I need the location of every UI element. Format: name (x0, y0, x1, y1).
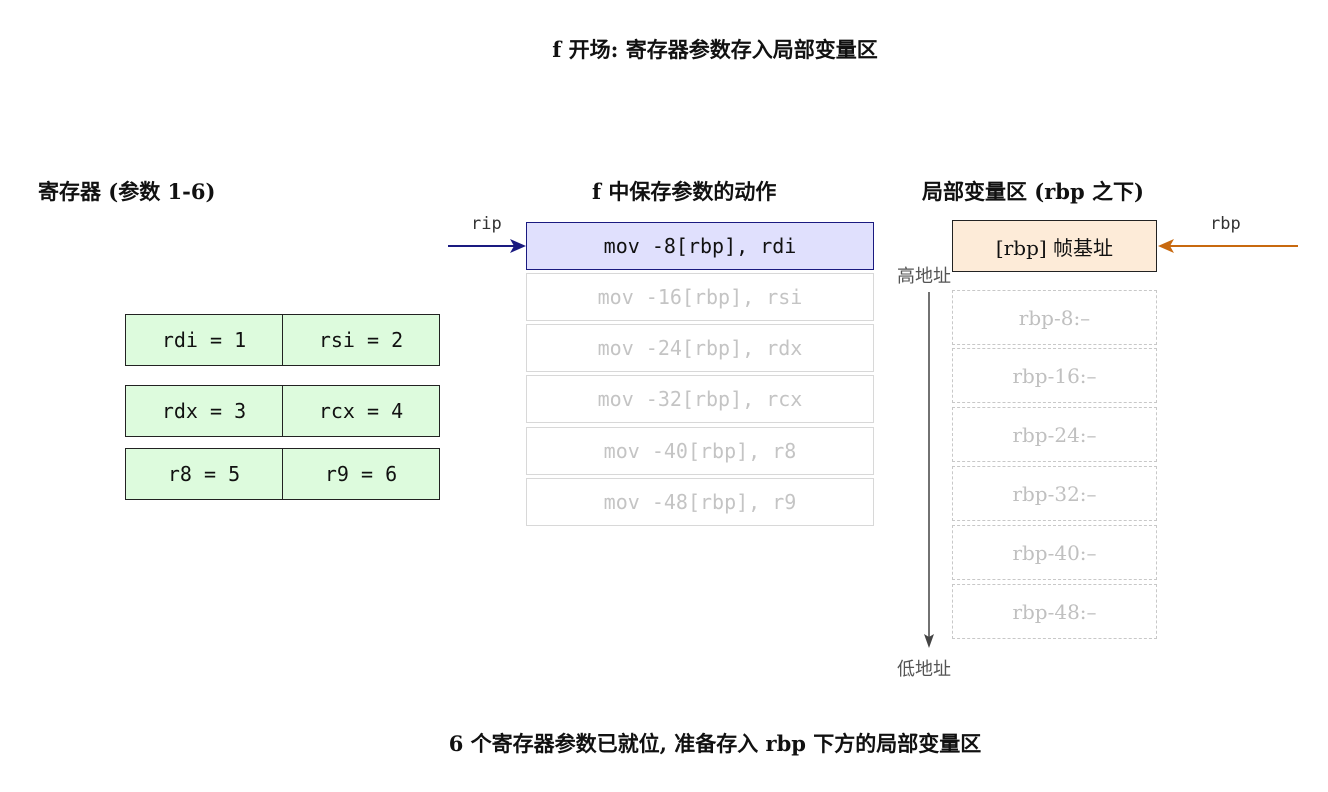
register-cell-rdx: rdx = 3 (161, 399, 247, 423)
register-cell-r8: r8 = 5 (167, 462, 241, 486)
registers-heading: 寄存器 (参数 1-6) (38, 179, 216, 204)
rbp-label: rbp (1210, 214, 1241, 234)
instruction-1: mov -8[rbp], rdi (526, 222, 874, 270)
register-cell-rcx: rcx = 4 (282, 386, 439, 436)
rbp-frame-base: [rbp] 帧基址 (952, 220, 1157, 272)
diagram-title: f 开场: 寄存器参数存入局部变量区 (552, 37, 878, 62)
low-address-label: 低地址 (897, 659, 951, 680)
instruction-6: mov -48[rbp], r9 (526, 478, 874, 526)
diagram-caption: 6 个寄存器参数已就位, 准备存入 rbp 下方的局部变量区 (448, 731, 982, 756)
register-cell-rsi: rsi = 2 (282, 315, 439, 365)
instruction-2: mov -16[rbp], rsi (526, 273, 874, 321)
actions-heading: f 中保存参数的动作 (592, 179, 777, 204)
instruction-4: mov -32[rbp], rcx (526, 375, 874, 423)
rip-label: rip (471, 214, 502, 234)
register-row: r8 = 5 r9 = 6 (125, 448, 440, 500)
local-slot-rbp-32: rbp-32:– (952, 466, 1157, 521)
register-row: rdx = 3 rcx = 4 (125, 385, 440, 437)
rbp-arrow (1158, 239, 1298, 253)
local-slot-rbp-40: rbp-40:– (952, 525, 1157, 580)
local-slot-rbp-8: rbp-8:– (952, 290, 1157, 345)
local-slot-rbp-24: rbp-24:– (952, 407, 1157, 462)
locals-heading: 局部变量区 (rbp 之下) (922, 179, 1144, 204)
address-direction-arrow (924, 292, 934, 648)
local-slot-rbp-48: rbp-48:– (952, 584, 1157, 639)
register-cell-r9: r9 = 6 (282, 449, 439, 499)
register-row: rdi = 1 rsi = 2 (125, 314, 440, 366)
instruction-5: mov -40[rbp], r8 (526, 427, 874, 475)
instruction-3: mov -24[rbp], rdx (526, 324, 874, 372)
high-address-label: 高地址 (897, 266, 951, 287)
local-slot-rbp-16: rbp-16:– (952, 348, 1157, 403)
rip-arrow (448, 239, 526, 253)
register-cell-rdi: rdi = 1 (161, 328, 247, 352)
